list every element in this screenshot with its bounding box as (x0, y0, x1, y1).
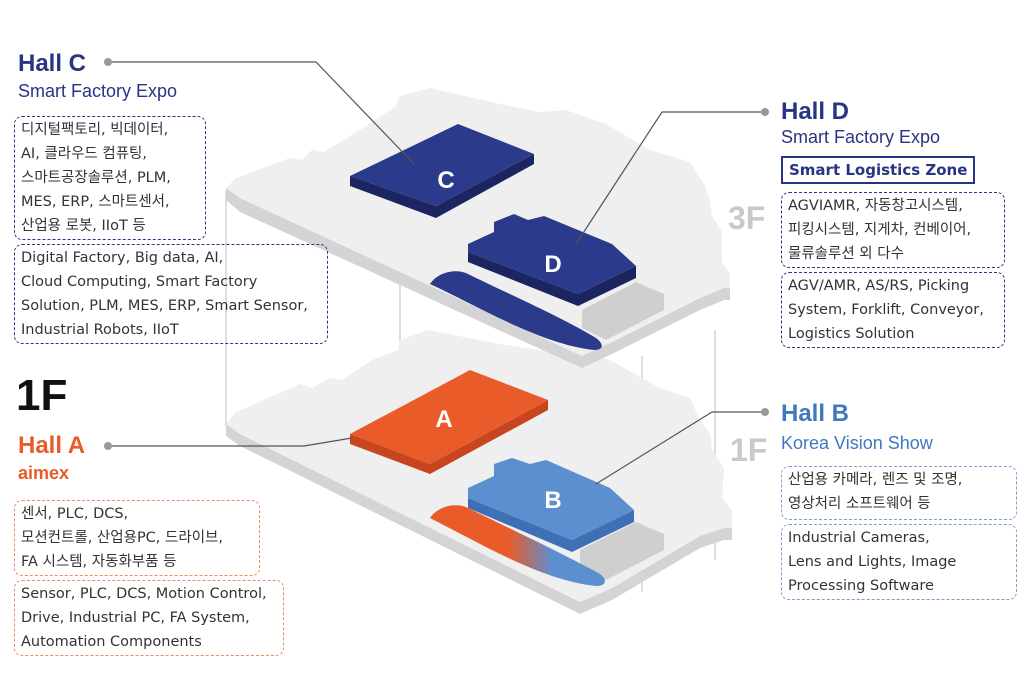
hall-c-subtitle: Smart Factory Expo (18, 81, 178, 101)
hall-c-en-box: Digital Factory, Big data, AI, Cloud Com… (14, 244, 328, 344)
hall-c-en-line: Cloud Computing, Smart Factory (21, 274, 258, 290)
hall-d-en-line: AGV/AMR, AS/RS, Picking (788, 278, 970, 294)
hall-d-ko-line: 물류솔루션 외 다수 (788, 246, 904, 262)
hall-b-en-line: Processing Software (788, 578, 934, 594)
hall-c-en-line: Solution, PLM, MES, ERP, Smart Sensor, (21, 298, 308, 314)
hall-c-title: Hall C (18, 50, 87, 77)
hall-d-title: Hall D (781, 98, 850, 125)
hall-a-subtitle: aimex (18, 463, 70, 483)
hall-c-ko-line: 산업용 로봇, IIoT 등 (21, 218, 146, 234)
hall-a-map-letter: A (435, 406, 452, 433)
hall-d-en-line: Logistics Solution (788, 326, 915, 342)
hall-b-title: Hall B (781, 400, 850, 427)
hall-d-map-letter: D (544, 251, 561, 278)
hall-a-en-line: Sensor, PLC, DCS, Motion Control, (21, 586, 267, 602)
hall-a-title: Hall A (18, 432, 86, 459)
hall-a-en-box: Sensor, PLC, DCS, Motion Control, Drive,… (14, 580, 284, 656)
leader-dots (104, 58, 769, 450)
hall-d-zone-badge: Smart Logistics Zone (781, 156, 976, 184)
leader-lines (108, 61, 765, 485)
hall-b-block[interactable]: B (468, 458, 634, 552)
hall-c-ko-line: 스마트공장솔루션, PLM, (21, 170, 171, 186)
hall-b-en-line: Industrial Cameras, (788, 530, 930, 546)
hall-a-en-line: Automation Components (21, 634, 202, 650)
grey-block-3f (582, 282, 664, 340)
hall-c-ko-line: MES, ERP, 스마트센서, (21, 194, 170, 210)
hall-b-en-line: Lens and Lights, Image (788, 554, 957, 570)
floor-1f-plate (226, 330, 732, 614)
hall-c-ko-line: 디지털팩토리, 빅데이터, (21, 122, 169, 138)
hall-b-ko-line: 영상처리 소프트웨어 등 (788, 496, 931, 512)
hall-a-ko-box: 센서, PLC, DCS, 모션컨트롤, 산업용PC, 드라이브, FA 시스템… (14, 500, 260, 576)
hall-a-b-ramp (430, 505, 605, 586)
hall-b-map-letter: B (544, 487, 561, 514)
hall-a-ko-line: 모션컨트롤, 산업용PC, 드라이브, (21, 530, 223, 546)
hall-d-ramp (430, 271, 602, 350)
floor-label-3f: 3F (728, 200, 766, 236)
hall-c-block[interactable]: C (350, 124, 534, 218)
hall-d-block[interactable]: D (468, 214, 636, 306)
hall-c-map-letter: C (437, 167, 454, 194)
hall-d-ko-line: 피킹시스템, 지게차, 컨베이어, (788, 222, 972, 238)
floor-label-1f-right: 1F (730, 432, 768, 468)
hall-b-en-box: Industrial Cameras, Lens and Lights, Ima… (781, 524, 1017, 600)
grey-block-1f (580, 522, 664, 580)
hall-c-ko-box: 디지털팩토리, 빅데이터, AI, 클라우드 컴퓨팅, 스마트공장솔루션, PL… (14, 116, 206, 240)
hall-d-en-box: AGV/AMR, AS/RS, Picking System, Forklift… (781, 272, 1005, 348)
hall-a-en-line: Drive, Industrial PC, FA System, (21, 610, 250, 626)
hall-d-ko-box: AGVIAMR, 자동창고시스템, 피킹시스템, 지게차, 컨베이어, 물류솔루… (781, 192, 1005, 268)
hall-b-subtitle: Korea Vision Show (781, 433, 933, 453)
hall-b-ko-line: 산업용 카메라, 렌즈 및 조명, (788, 472, 963, 488)
hall-a-ko-line: FA 시스템, 자동화부품 등 (21, 554, 177, 570)
hall-c-ko-line: AI, 클라우드 컴퓨팅, (21, 146, 148, 162)
hall-c-en-line: Digital Factory, Big data, AI, (21, 250, 224, 266)
floor-label-1f-left: 1F (16, 371, 68, 420)
hall-c-en-line: Industrial Robots, IIoT (21, 322, 179, 338)
hall-b-ko-box: 산업용 카메라, 렌즈 및 조명, 영상처리 소프트웨어 등 (781, 466, 1017, 520)
hall-d-en-line: System, Forklift, Conveyor, (788, 302, 984, 318)
hall-a-block[interactable]: A (350, 370, 548, 474)
hall-d-ko-line: AGVIAMR, 자동창고시스템, (788, 198, 963, 214)
hall-a-ko-line: 센서, PLC, DCS, (21, 506, 129, 522)
hall-d-subtitle: Smart Factory Expo (781, 127, 941, 147)
